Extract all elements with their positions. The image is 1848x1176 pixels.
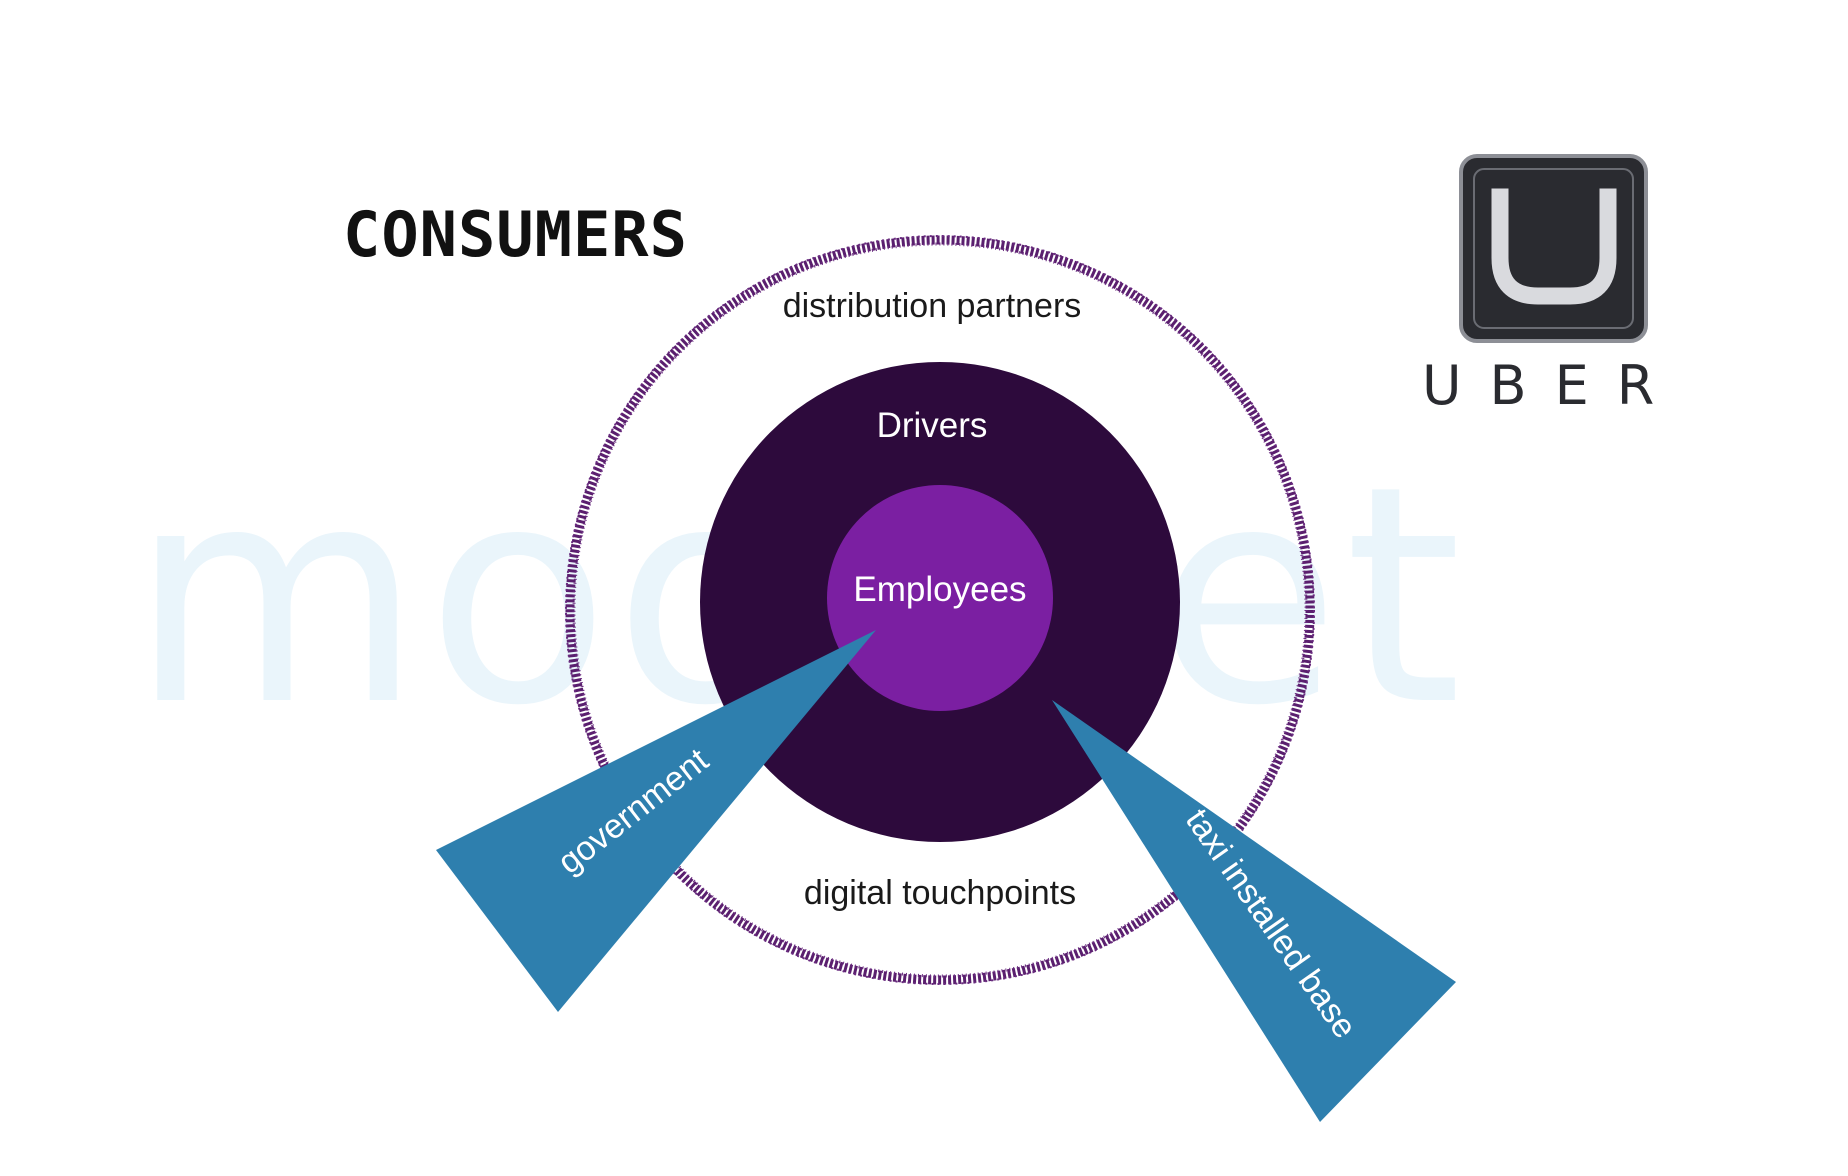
drivers-label: Drivers: [877, 406, 988, 445]
distribution-partners-label: distribution partners: [783, 287, 1082, 325]
employees-label: Employees: [853, 570, 1026, 609]
taxi-installed-base-wedge: [1052, 700, 1456, 1122]
digital-touchpoints-label: digital touchpoints: [804, 874, 1076, 912]
outer-ring: [565, 235, 1315, 985]
employees-circle: [827, 485, 1053, 711]
uber-logo: UBER: [1422, 154, 1682, 417]
uber-wordmark: UBER: [1422, 354, 1682, 417]
government-wedge: [436, 630, 876, 1012]
uber-u-icon: [1459, 154, 1648, 343]
consumers-label: CONSUMERS: [343, 198, 688, 271]
